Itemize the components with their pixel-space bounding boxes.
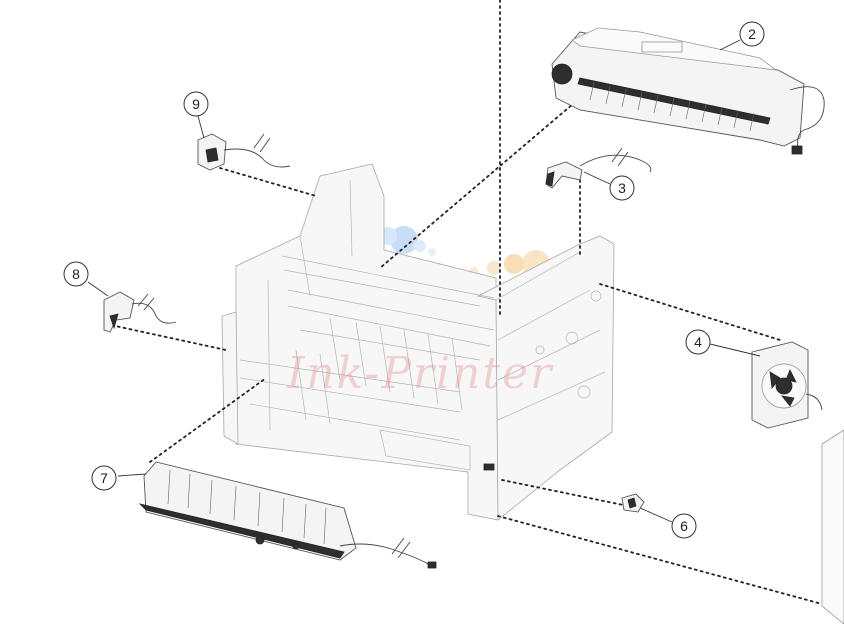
- connection-lines: [105, 0, 823, 605]
- main-frame: [221, 163, 615, 521]
- callout-8-label: 8: [72, 266, 80, 282]
- watermark-text: Ink-Printer: [286, 348, 554, 399]
- callout-9-label: 9: [192, 96, 200, 112]
- part-fuser-unit: [551, 27, 825, 155]
- callout-2: 2: [739, 21, 765, 47]
- part-sensor-6: [621, 493, 645, 513]
- callout-2-label: 2: [748, 26, 756, 42]
- part-paper-guide: [138, 461, 437, 569]
- part-sensor-3: [545, 147, 652, 189]
- callout-3: 3: [609, 175, 635, 201]
- part-solenoid-9: [197, 133, 291, 171]
- part-fan: [751, 341, 823, 429]
- callout-7-label: 7: [100, 470, 108, 486]
- part-switch-8: [103, 291, 177, 333]
- callout-4: 4: [685, 329, 711, 355]
- callout-7: 7: [91, 465, 117, 491]
- callout-8: 8: [63, 261, 89, 287]
- callout-6-label: 6: [680, 518, 688, 534]
- cover-edge: [821, 429, 844, 624]
- callout-4-label: 4: [694, 334, 702, 350]
- callout-3-label: 3: [618, 180, 626, 196]
- leader-lines: [87, 39, 761, 523]
- callout-9: 9: [183, 91, 209, 117]
- callout-6: 6: [671, 513, 697, 539]
